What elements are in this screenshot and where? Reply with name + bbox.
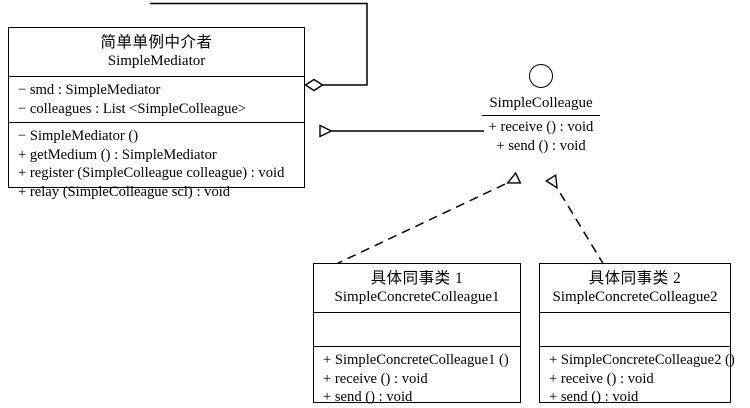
- class-name-en: SimpleConcreteColleague1: [334, 289, 500, 305]
- operation-row: + SimpleConcreteColleague2 (): [549, 352, 735, 368]
- operation-row: + receive () : void: [488, 119, 594, 135]
- attributes-compartment-simple-mediator: − smd : SimpleMediator − colleagues : Li…: [9, 76, 304, 122]
- aggregation-diamond: [304, 78, 324, 92]
- interface-simple-colleague[interactable]: SimpleColleague + receive () : void + se…: [474, 64, 608, 155]
- operation-row: + send () : void: [496, 137, 586, 154]
- operation-row: + send () : void: [549, 389, 639, 406]
- class-title-simple-mediator: 简单单例中介者 SimpleMediator: [9, 28, 304, 76]
- interface-name: SimpleColleague: [489, 95, 593, 111]
- attributes-compartment-simple-concrete-colleague2: [540, 312, 730, 346]
- class-box-simple-concrete-colleague1[interactable]: 具体同事类 1 SimpleConcreteColleague1 + Simpl…: [313, 263, 521, 405]
- class-title-simple-concrete-colleague2: 具体同事类 2 SimpleConcreteColleague2: [540, 264, 730, 312]
- class-name-en: SimpleMediator: [107, 53, 206, 69]
- operation-row: + send () : void: [323, 389, 413, 406]
- operation-row: + relay (SimpleColleague scl) : void: [18, 183, 231, 200]
- attribute-row: − colleagues : List <SimpleColleague>: [18, 100, 247, 117]
- interface-operations: + receive () : void + send () : void: [474, 116, 608, 155]
- operations-compartment-simple-concrete-colleague2: + SimpleConcreteColleague2 () + receive …: [540, 346, 735, 408]
- operations-compartment-simple-concrete-colleague1: + SimpleConcreteColleague1 () + receive …: [314, 346, 520, 408]
- interface-divider: [482, 115, 600, 116]
- operation-row: + receive () : void: [323, 370, 428, 387]
- class-name-cn: 具体同事类 1: [370, 270, 464, 287]
- class-box-simple-concrete-colleague2[interactable]: 具体同事类 2 SimpleConcreteColleague2 + Simpl…: [539, 263, 735, 405]
- class-title-simple-concrete-colleague1: 具体同事类 1 SimpleConcreteColleague1: [314, 264, 520, 312]
- operation-row: + getMedium () : SimpleMediator: [18, 146, 217, 163]
- class-name-cn: 简单单例中介者: [100, 34, 213, 51]
- attributes-compartment-simple-concrete-colleague1: [314, 312, 520, 346]
- class-box-simple-mediator[interactable]: 简单单例中介者 SimpleMediator − smd : SimpleMed…: [8, 27, 305, 200]
- operation-row: + SimpleConcreteColleague1 (): [323, 352, 509, 368]
- operation-row: − SimpleMediator (): [18, 128, 139, 145]
- operations-compartment-simple-mediator: − SimpleMediator () + getMedium () : Sim…: [9, 122, 304, 205]
- attribute-row: − smd : SimpleMediator: [18, 82, 161, 98]
- concrete1-realization-connector: [333, 178, 518, 266]
- concrete2-realization-connector: [551, 178, 605, 266]
- operation-row: + receive () : void: [549, 370, 654, 387]
- operation-row: + register (SimpleColleague colleague) :…: [18, 165, 285, 182]
- class-name-cn: 具体同事类 2: [588, 270, 682, 287]
- class-name-en: SimpleConcreteColleague2: [552, 289, 718, 305]
- interface-circle-icon: [529, 64, 553, 88]
